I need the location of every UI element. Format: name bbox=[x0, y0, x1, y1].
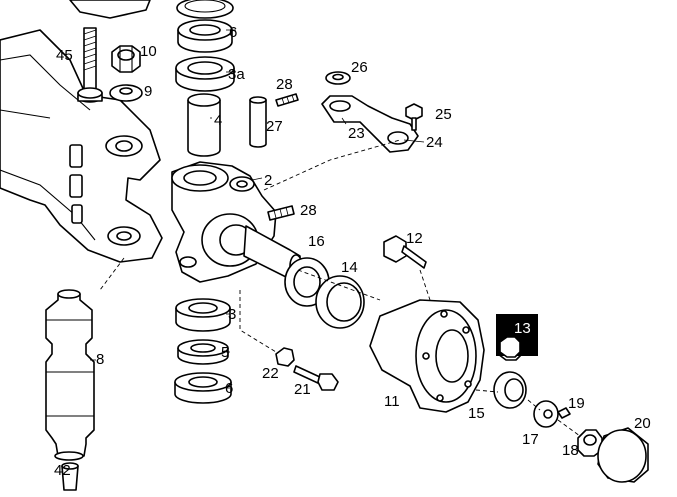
label-2: 2 bbox=[264, 172, 272, 189]
assembly-lines bbox=[99, 139, 581, 437]
split-pin-19 bbox=[557, 407, 571, 419]
top-plate bbox=[69, 0, 151, 19]
pin-27 bbox=[249, 96, 267, 148]
label-6-bottom: 6 bbox=[225, 380, 233, 397]
washer-5 bbox=[177, 339, 229, 365]
label-18: 18 bbox=[562, 442, 579, 459]
plug-42 bbox=[61, 462, 79, 491]
seal-6-upper bbox=[177, 19, 233, 53]
label-3: 3 bbox=[228, 306, 236, 323]
bolt-45 bbox=[77, 27, 103, 103]
leader-lines bbox=[90, 29, 425, 389]
nut-10 bbox=[111, 45, 141, 73]
label-17: 17 bbox=[522, 431, 539, 448]
label-3a: 3a bbox=[228, 66, 245, 83]
bearing-15 bbox=[493, 371, 527, 409]
bushing-4 bbox=[187, 93, 221, 157]
label-27: 27 bbox=[266, 118, 283, 135]
label-28-top: 28 bbox=[276, 76, 293, 93]
seal-6-top bbox=[176, 0, 234, 19]
label-45: 45 bbox=[56, 47, 73, 64]
seal-14 bbox=[315, 275, 365, 329]
steering-knuckle-2 bbox=[171, 161, 303, 283]
axle-beam bbox=[0, 29, 163, 263]
washer-26 bbox=[325, 71, 351, 85]
label-4: 4 bbox=[214, 112, 222, 129]
part-labels: 6 3a 4 2 27 28 28 26 25 23 24 45 10 9 16… bbox=[54, 24, 651, 479]
pin-28-top bbox=[275, 93, 299, 107]
seal-6-lower bbox=[174, 372, 232, 404]
nut-18 bbox=[577, 429, 603, 457]
label-28-mid: 28 bbox=[300, 202, 317, 219]
label-5: 5 bbox=[221, 344, 229, 361]
nut-22 bbox=[275, 347, 295, 367]
bolt-25 bbox=[405, 103, 423, 131]
label-25: 25 bbox=[435, 106, 452, 123]
label-10: 10 bbox=[140, 43, 157, 60]
highlight-13[interactable]: 13 bbox=[496, 314, 538, 358]
label-6-top: 6 bbox=[229, 24, 237, 41]
king-pin-8 bbox=[45, 289, 95, 461]
bolt-21 bbox=[293, 365, 339, 391]
washer-9 bbox=[109, 84, 143, 102]
label-13: 13 bbox=[514, 320, 531, 337]
highlight-13-nut bbox=[499, 336, 521, 358]
seal-3-lower bbox=[175, 298, 231, 332]
label-23: 23 bbox=[348, 125, 365, 142]
washer-17 bbox=[533, 400, 559, 428]
label-8: 8 bbox=[96, 351, 104, 368]
label-16: 16 bbox=[308, 233, 325, 250]
bolt-12 bbox=[383, 235, 427, 269]
label-42: 42 bbox=[54, 462, 71, 479]
label-21: 21 bbox=[294, 381, 311, 398]
bearing-3a bbox=[175, 56, 235, 92]
label-12: 12 bbox=[406, 230, 423, 247]
label-19: 19 bbox=[568, 395, 585, 412]
label-20: 20 bbox=[634, 415, 651, 432]
label-15: 15 bbox=[468, 405, 485, 422]
label-26: 26 bbox=[351, 59, 368, 76]
label-9: 9 bbox=[144, 83, 152, 100]
label-11: 11 bbox=[384, 393, 400, 410]
steering-arm-23 bbox=[321, 95, 419, 153]
label-14: 14 bbox=[341, 259, 358, 276]
pin-28-mid bbox=[267, 205, 295, 221]
cap-20 bbox=[597, 427, 649, 483]
label-22: 22 bbox=[262, 365, 279, 382]
label-24: 24 bbox=[426, 134, 443, 151]
hub-11 bbox=[369, 299, 485, 413]
